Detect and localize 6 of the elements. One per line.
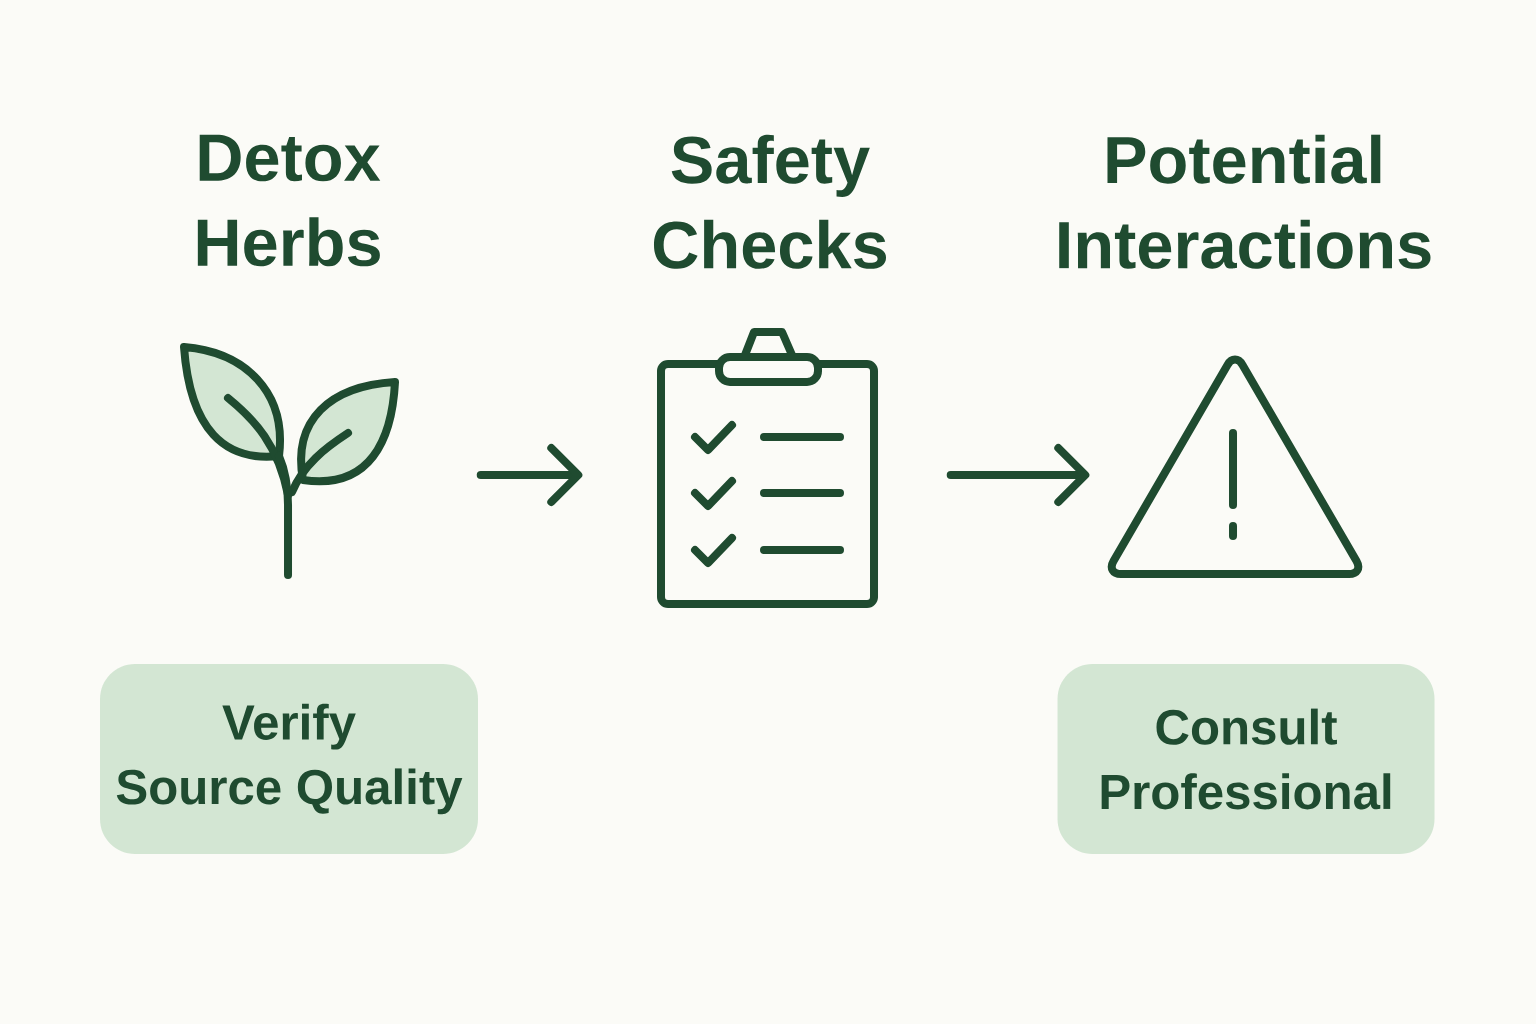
- note-box: Verify Source Quality: [100, 664, 478, 854]
- heading: Safety Checks: [654, 134, 886, 269]
- note-box: Consult Professional: [1057, 664, 1435, 854]
- heading: Potential Interactions: [1059, 134, 1431, 269]
- arrow: [946, 444, 1090, 506]
- heading: Detox Herbs: [197, 134, 381, 267]
